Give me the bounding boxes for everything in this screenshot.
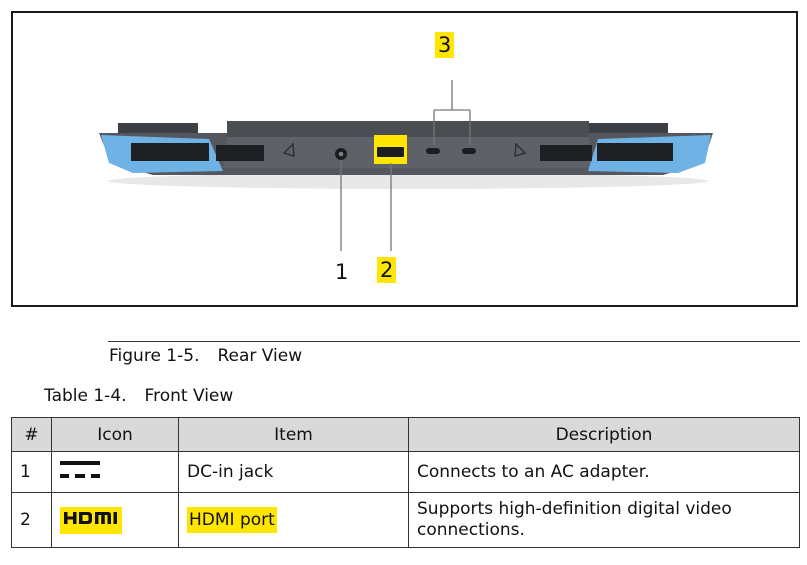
row-number: 2 (11, 492, 52, 548)
left-grille-outer (131, 143, 209, 161)
usb-c-port-2 (462, 148, 476, 154)
callout-1: 1 (335, 260, 349, 284)
hdmi-icon-highlight (60, 506, 122, 534)
right-grille-inner (540, 145, 592, 161)
header-description: Description (408, 417, 800, 452)
ports-table: # Icon Item Description 1 DC-in jack Con… (11, 417, 800, 548)
table-caption-title: Front View (144, 386, 234, 406)
header-icon: Icon (51, 417, 179, 452)
row-icon-cell (51, 451, 179, 493)
laptop-shadow (108, 173, 708, 189)
row-number: 1 (11, 451, 52, 493)
laptop-rear-illustration (99, 80, 713, 251)
usb-c-port-1 (426, 148, 440, 154)
caption-divider (108, 341, 800, 342)
figure-caption: Figure 1-5. Rear View (109, 346, 302, 366)
row-item-cell: HDMI port (178, 492, 409, 548)
hdmi-icon (64, 511, 117, 524)
row-item: DC-in jack (178, 451, 409, 493)
table-caption: Table 1-4. Front View (44, 386, 233, 406)
callout-3: 3 (435, 32, 455, 58)
table-header-row: # Icon Item Description (11, 417, 800, 452)
hdmi-port (377, 147, 404, 157)
hinge-bar (227, 121, 589, 137)
figure-frame: 3 1 2 (11, 11, 798, 307)
right-triangle-mark (514, 142, 527, 157)
header-number: # (11, 417, 52, 452)
table-row: 2 (11, 492, 800, 548)
dc-in-icon (60, 460, 100, 478)
row-icon-cell (51, 492, 179, 548)
header-item: Item (178, 417, 409, 452)
callout-2: 2 (377, 257, 397, 283)
row-item: HDMI port (187, 507, 277, 533)
figure-caption-title: Rear View (217, 346, 303, 366)
right-grille-outer (597, 143, 673, 161)
left-triangle-mark (282, 142, 295, 157)
rear-panel (223, 137, 593, 168)
figure-caption-number: Figure 1-5. (109, 346, 200, 366)
table-row: 1 DC-in jack Connects to an AC adapter. (11, 451, 800, 493)
row-description: Connects to an AC adapter. (408, 451, 800, 493)
row-description-cell: Supports high-definition digital video c… (408, 492, 800, 548)
left-grille-inner (216, 145, 264, 161)
table-caption-number: Table 1-4. (44, 386, 127, 406)
row-description: Supports high-definition digital video c… (417, 499, 732, 540)
